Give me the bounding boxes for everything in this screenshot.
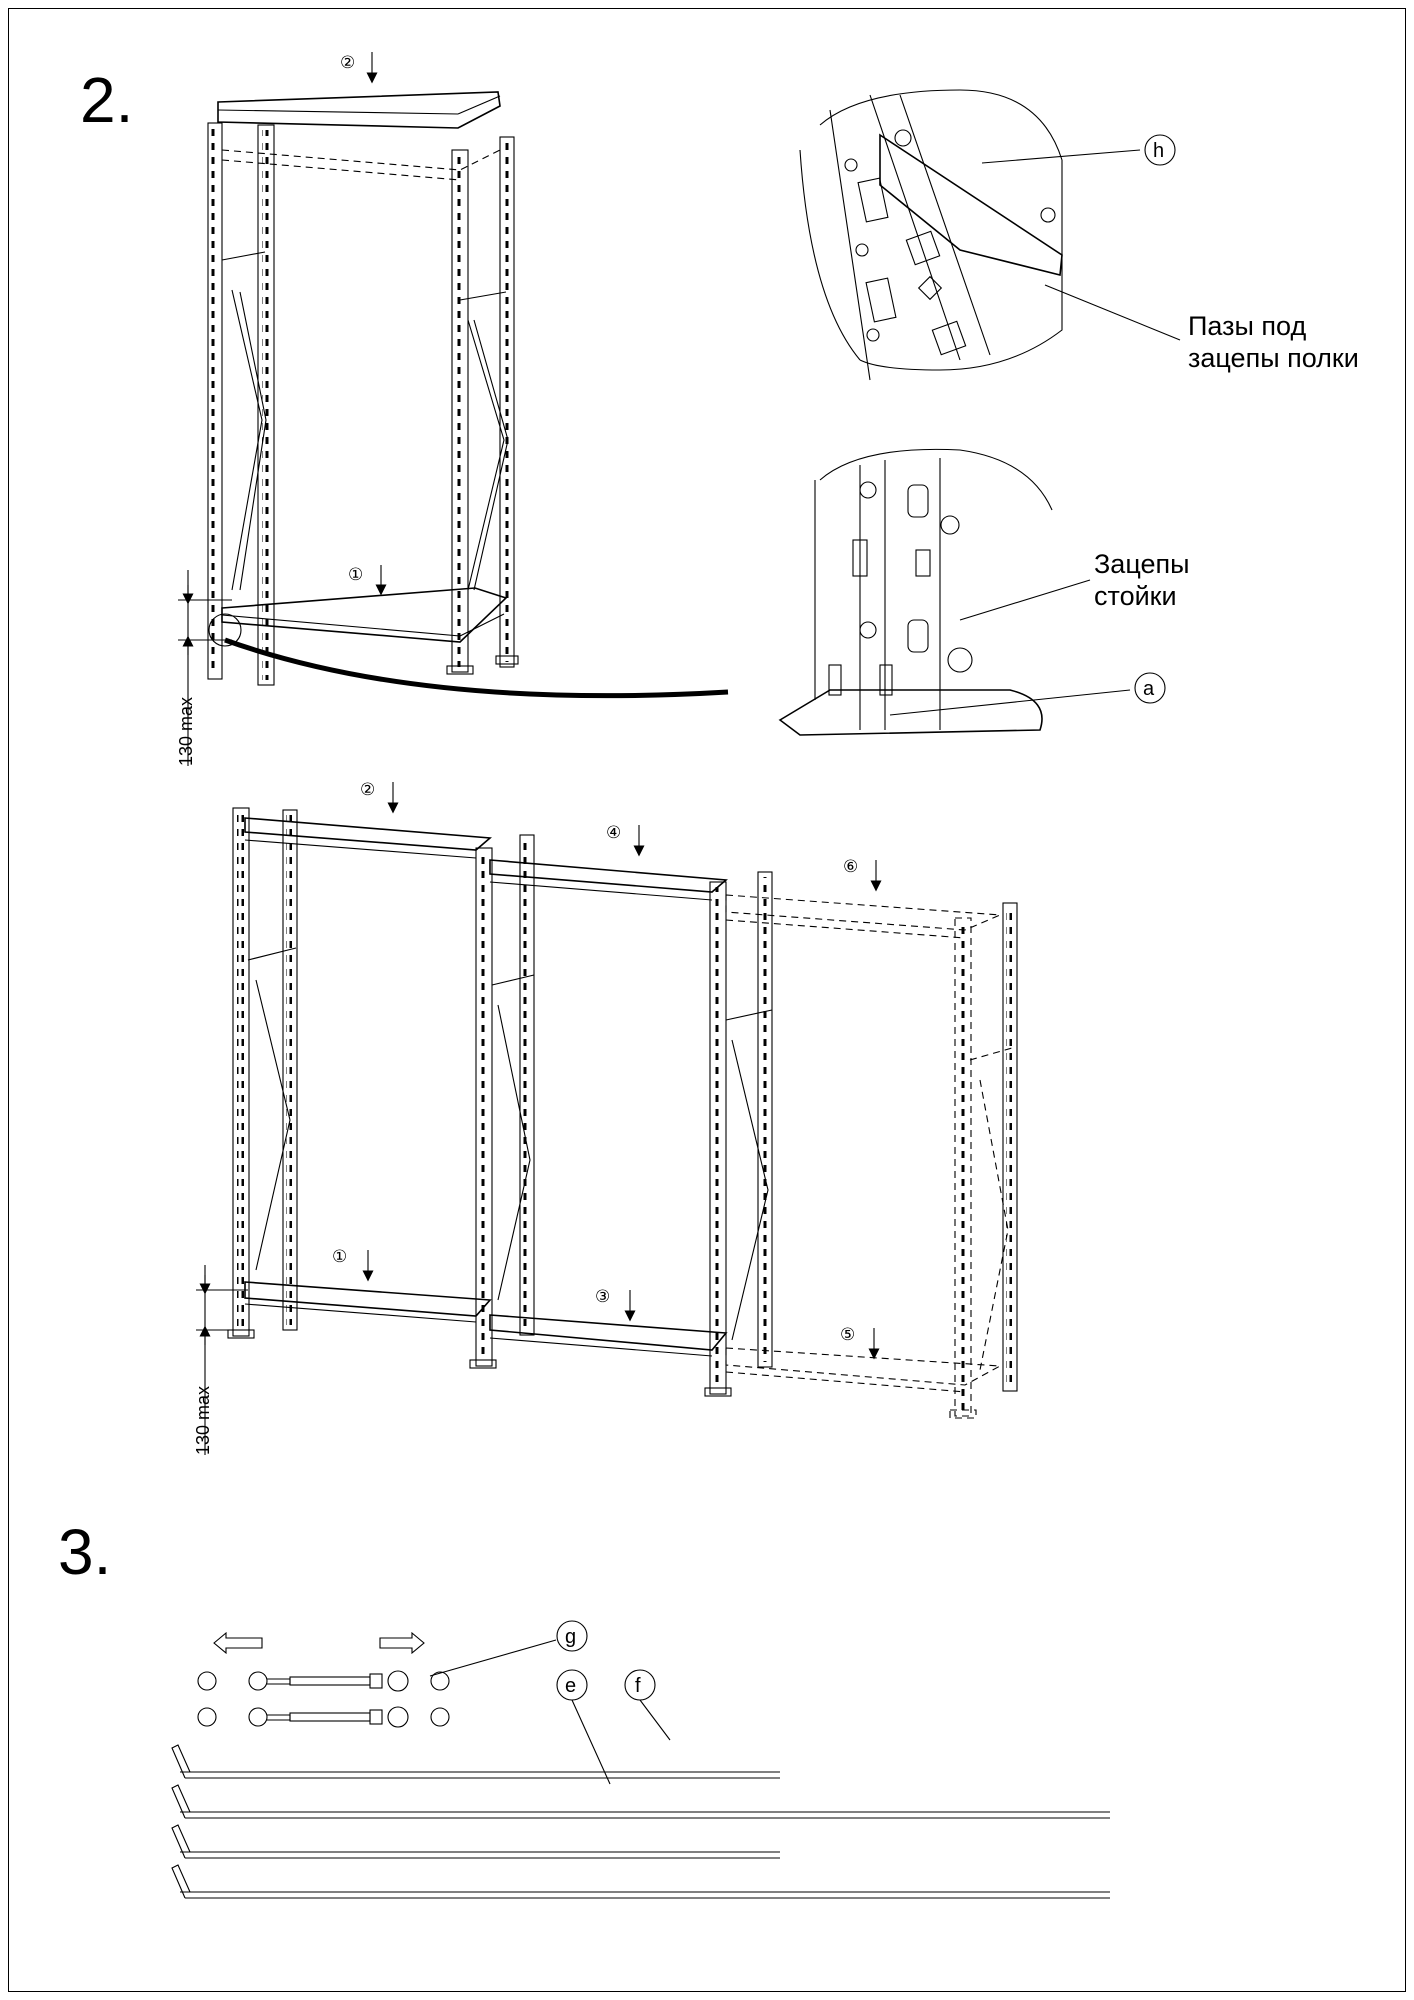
height-dimension-top: 130 max [176,570,232,766]
shelf-row: ② ④ ⑥ ① ③ ⑤ 130 max [193,780,1018,1455]
row-shelf-number-3: ③ [595,1287,610,1306]
shelf-number-1: ① [348,565,363,584]
callout-f: f [635,1675,641,1697]
detail-post-hooks: a [778,448,1166,736]
step-2-number: 2. [80,64,134,136]
step-3-number: 3. [58,1516,112,1588]
detail-hook-slots: h [799,89,1181,381]
row-shelf-number-6: ⑥ [843,857,858,876]
height-dimension-bottom: 130 max [193,1265,248,1455]
callout-e: e [565,1675,576,1697]
hook-slots-label: Пазы под зацепы полки [1188,311,1359,373]
row-shelf-number-5: ⑤ [840,1325,855,1344]
row-shelf-number-4: ④ [606,823,621,842]
post-hooks-label: Зацепы стойки [1094,549,1190,611]
dimension-label: 130 max [176,697,196,766]
callout-h: h [1153,140,1164,162]
dimension-label-row: 130 max [193,1386,213,1455]
single-shelf-unit: ② ① 130 max [176,52,729,766]
callout-a: a [1143,678,1155,700]
row-shelf-number-2: ② [360,780,375,799]
page-frame [8,8,1406,1992]
shelf-number-2: ② [340,53,355,72]
callout-g: g [565,1626,576,1648]
row-shelf-number-1: ① [332,1247,347,1266]
tension-parts: g e f [171,1620,1110,1899]
